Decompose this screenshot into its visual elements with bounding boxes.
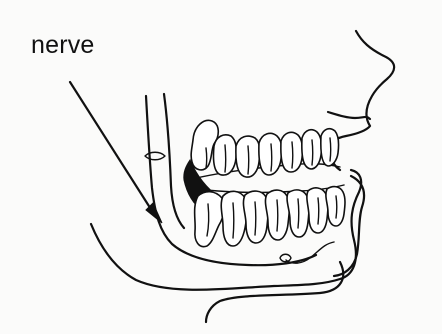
upper-teeth (191, 120, 338, 177)
mandible-ramus-left (164, 94, 184, 228)
mental-region-line (286, 242, 334, 263)
upper-lip (328, 112, 370, 119)
face-profile (331, 31, 394, 170)
neck-line (206, 262, 343, 322)
nerve-pointer-line (70, 82, 154, 214)
mental-foramen (280, 254, 291, 262)
mandible-ramus-marker (145, 152, 165, 160)
lower-teeth (195, 187, 345, 247)
